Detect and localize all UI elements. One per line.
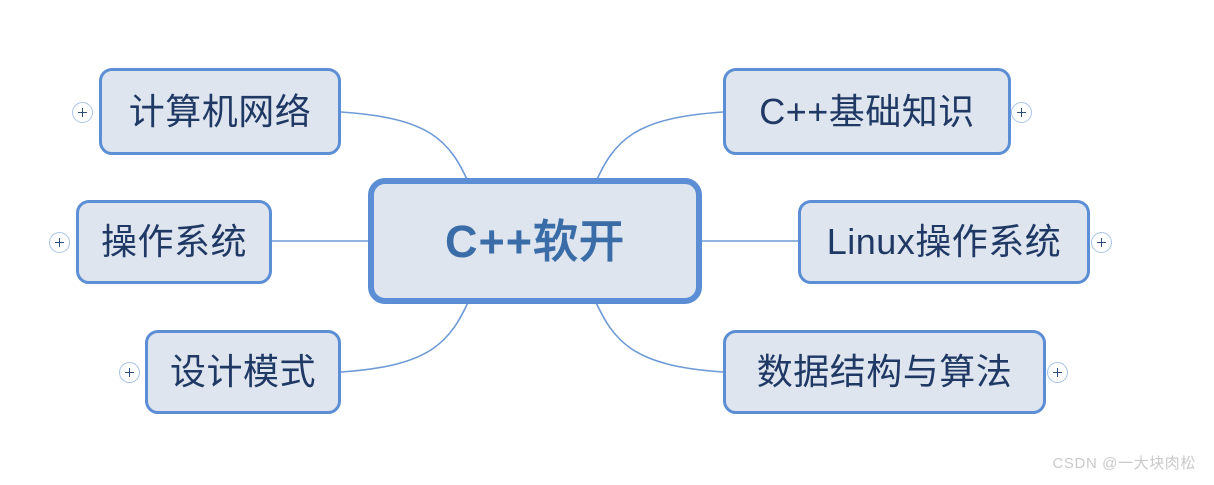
branch-node-data-structures-algorithms[interactable]: 数据结构与算法 [723, 330, 1046, 414]
watermark-text: CSDN @一大块肉松 [1052, 455, 1196, 472]
branch-node-computer-network[interactable]: 计算机网络 [99, 68, 341, 155]
branch-node-cpp-basics[interactable]: C++基础知识 [723, 68, 1011, 155]
connector-cpp-basics [593, 111, 724, 187]
branch-node-linux-operating-system[interactable]: Linux操作系统 [798, 200, 1090, 284]
branch-label-design-patterns: 设计模式 [169, 351, 316, 392]
connector-computer-network [340, 111, 471, 187]
plus-circle-icon-design-patterns[interactable] [119, 362, 140, 383]
branch-node-operating-system[interactable]: 操作系统 [76, 200, 272, 284]
central-node-label: C++软开 [444, 215, 626, 267]
plus-circle-icon-computer-network[interactable] [72, 102, 93, 123]
connector-data-structures-algorithms [593, 297, 724, 373]
plus-circle-icon-linux-operating-system[interactable] [1091, 232, 1112, 253]
plus-circle-icon-operating-system[interactable] [49, 232, 70, 253]
plus-circle-icon-cpp-basics[interactable] [1011, 102, 1032, 123]
branch-label-cpp-basics: C++基础知识 [759, 90, 975, 132]
branch-label-operating-system: 操作系统 [100, 221, 247, 262]
branch-label-data-structures-algorithms: 数据结构与算法 [756, 351, 1013, 392]
branch-node-design-patterns[interactable]: 设计模式 [145, 330, 341, 414]
branch-label-computer-network: 计算机网络 [128, 90, 312, 132]
central-node[interactable]: C++软开 [368, 178, 702, 304]
connector-design-patterns [340, 297, 471, 373]
plus-circle-icon-data-structures-algorithms[interactable] [1047, 362, 1068, 383]
branch-label-linux-operating-system: Linux操作系统 [826, 221, 1062, 262]
